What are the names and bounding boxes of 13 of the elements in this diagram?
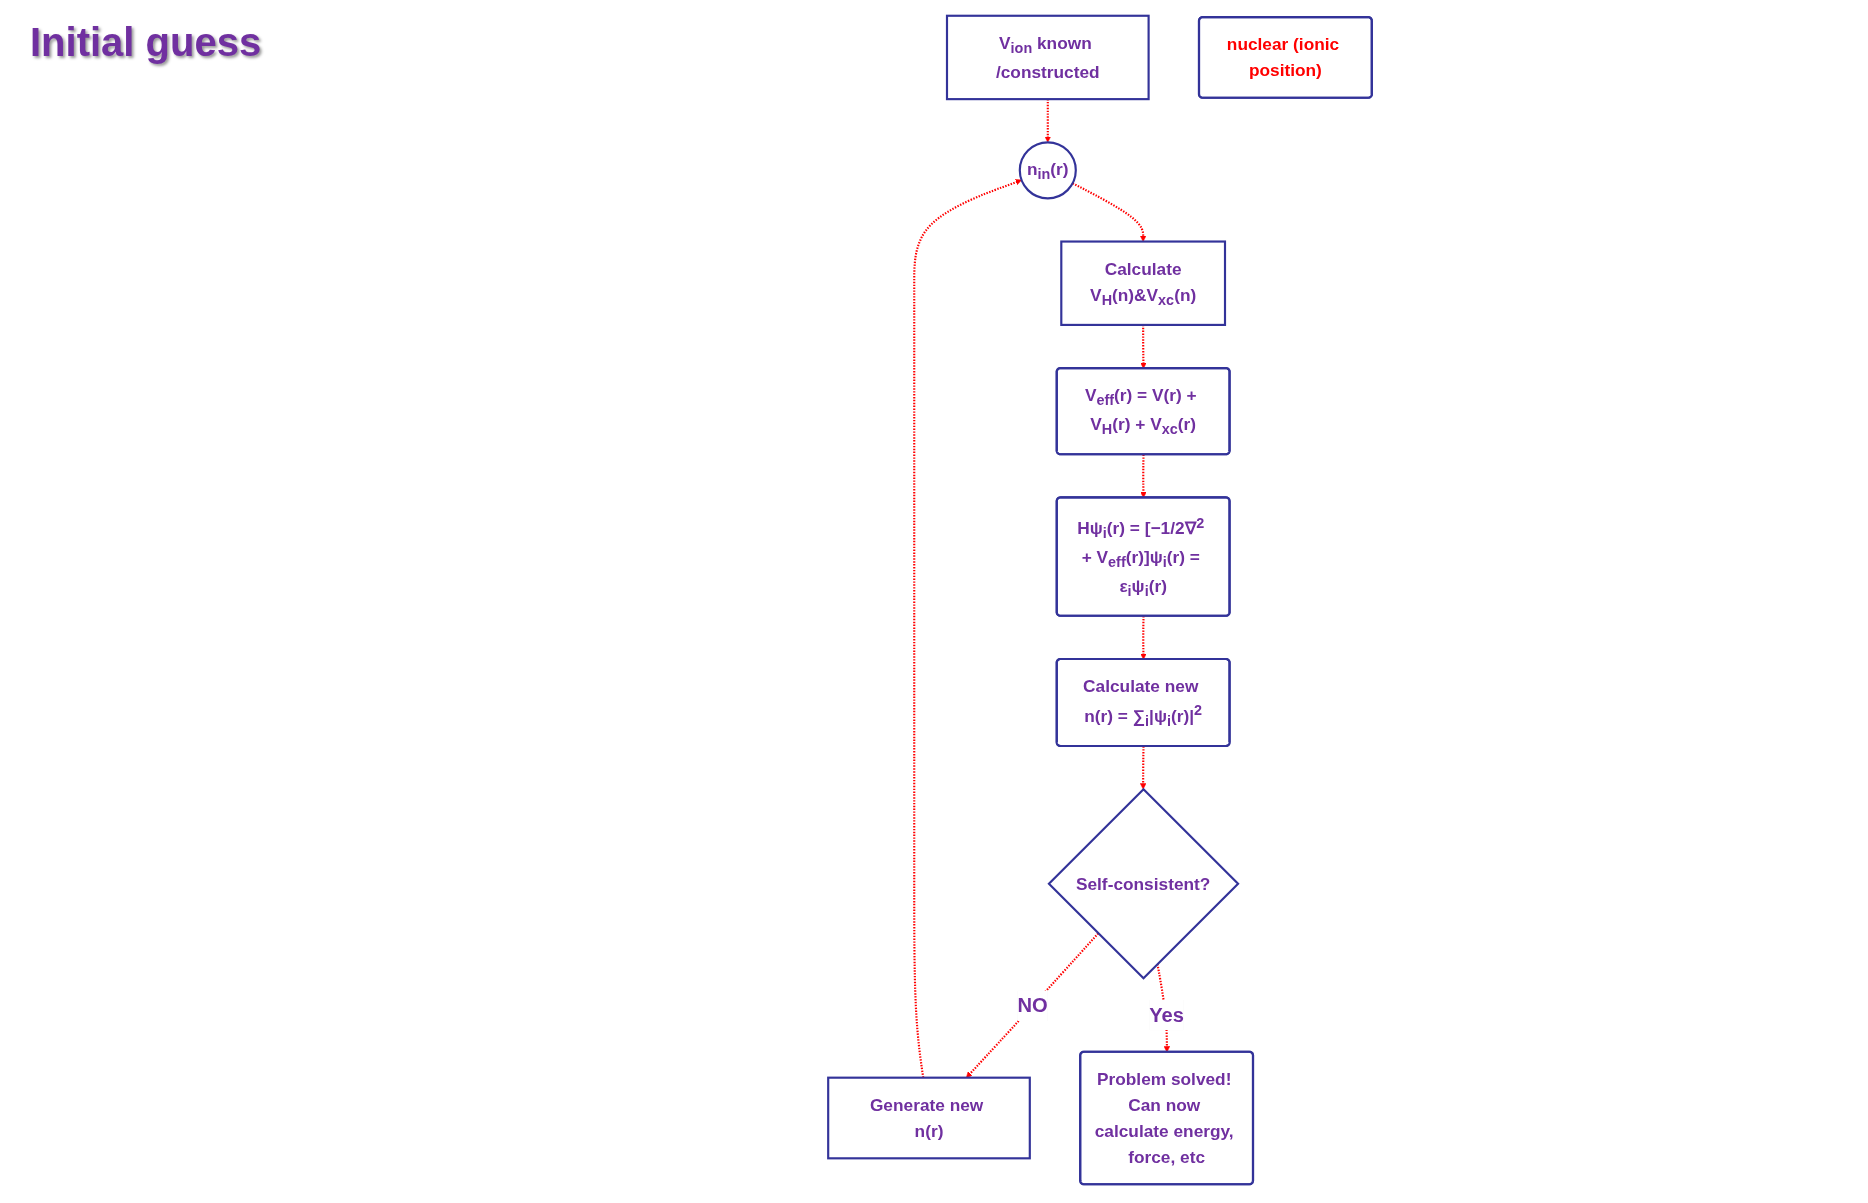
node-box: Generate new n(r) bbox=[827, 1076, 1031, 1160]
edge-label: Yes bbox=[1149, 1003, 1184, 1026]
arrow bbox=[1044, 99, 1051, 143]
node-box: Calculate V$_{H}$(n)&V$_{xc}$(n) bbox=[1060, 240, 1227, 326]
node-box: V$_{ion}$ known /constructed bbox=[945, 14, 1150, 101]
arrow bbox=[913, 179, 1022, 1078]
arrow bbox=[966, 932, 1100, 1078]
edge-label: NO bbox=[1017, 994, 1048, 1017]
heading-label: Initial guess bbox=[30, 20, 262, 65]
node-diamond: Self-consistent? bbox=[1047, 787, 1240, 980]
arrow bbox=[1072, 182, 1147, 242]
arrow bbox=[1140, 746, 1147, 790]
node-circle: n$_{in}$(r) bbox=[1018, 141, 1077, 200]
